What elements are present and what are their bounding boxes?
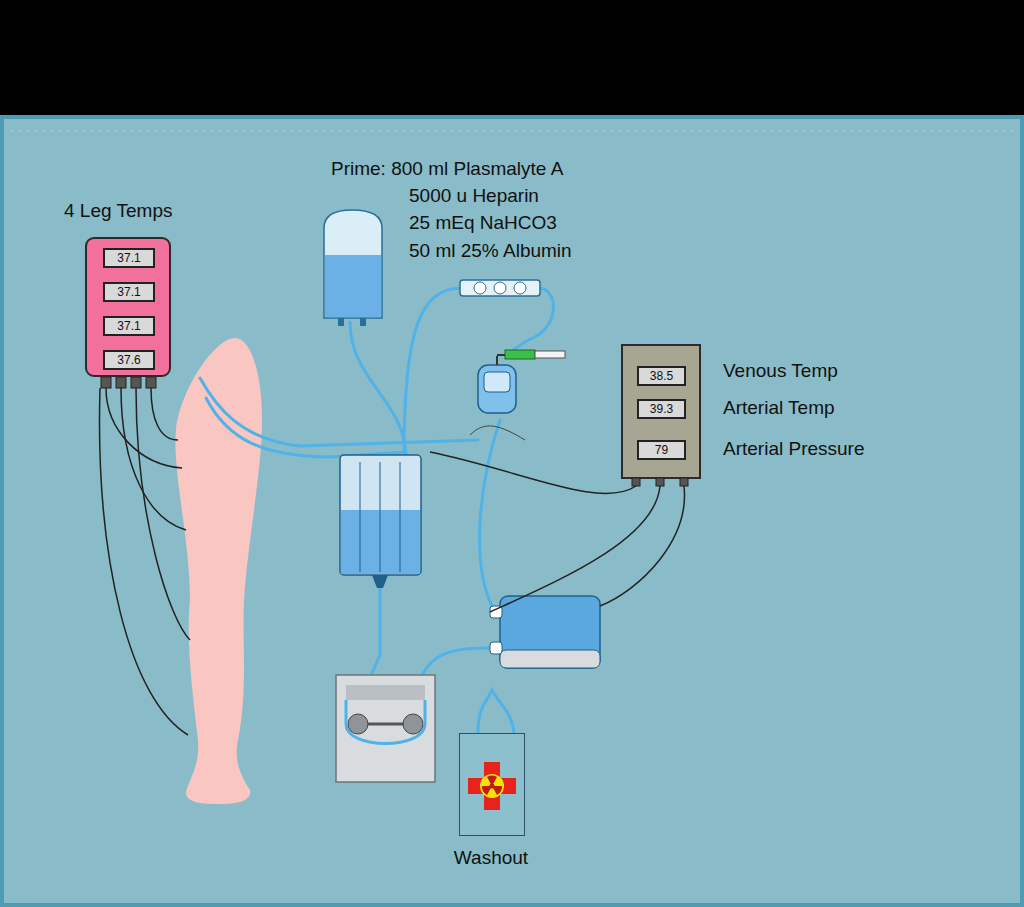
node-heading: Washout <box>454 847 528 869</box>
probe-wire <box>100 388 188 735</box>
monitor-housing <box>622 345 700 478</box>
prime-bag <box>324 210 382 326</box>
heater-unit <box>490 596 600 668</box>
panel <box>2 117 1022 905</box>
figure-part <box>360 462 361 572</box>
tube <box>350 322 406 455</box>
pump-housing <box>336 675 435 782</box>
readout-label: Venous Temp <box>723 360 838 382</box>
bag-fluid <box>325 255 381 317</box>
bag-port <box>338 318 344 326</box>
tube <box>206 398 404 457</box>
temp-readout: 37.1 <box>103 316 155 336</box>
temp-readout: 37.1 <box>103 282 155 302</box>
readout-value: 37.1 <box>117 319 140 333</box>
tube <box>480 420 500 606</box>
stopcock-manifold <box>460 280 540 296</box>
leg <box>175 338 262 804</box>
sensor-wire <box>490 486 660 612</box>
figure-part <box>400 462 401 572</box>
figure-part <box>490 784 495 789</box>
tube <box>200 378 478 446</box>
readout-value: 37.6 <box>117 353 140 367</box>
stopcock <box>494 282 506 294</box>
terminal <box>131 377 141 388</box>
syringe-barrel <box>505 350 535 359</box>
reservoir <box>340 455 421 588</box>
terminal <box>146 377 156 388</box>
readout-value: 37.1 <box>117 285 140 299</box>
bag-outline <box>324 210 382 318</box>
roller <box>348 714 368 734</box>
prime-text: 50 ml 25% Albumin <box>409 240 572 262</box>
readout-value: 38.5 <box>650 369 673 383</box>
prime-text: Prime: 800 ml Plasmalyte A <box>331 158 563 180</box>
node-heading: 4 Leg Temps <box>64 200 172 222</box>
readout-value: 37.1 <box>117 251 140 265</box>
bag-port <box>360 318 366 326</box>
readout-label: Arterial Temp <box>723 397 835 419</box>
washout-bag: Washout <box>459 733 525 836</box>
reservoir-ribs <box>360 462 400 572</box>
monitor-readout: 38.5 <box>637 366 686 386</box>
temp-readout: 37.1 <box>103 248 155 268</box>
manifold <box>460 280 540 296</box>
tubing <box>200 288 553 733</box>
bubble-trap <box>478 350 565 413</box>
figure-part <box>380 462 381 572</box>
clamp <box>470 426 525 440</box>
monitor-terminals <box>632 478 688 486</box>
trap-body <box>478 365 516 413</box>
stopcock <box>474 282 486 294</box>
pump-tube <box>346 700 425 744</box>
yellow-disc <box>480 774 504 798</box>
roller-pump <box>336 675 435 782</box>
roller <box>403 714 423 734</box>
probe-wire <box>151 388 178 440</box>
heater-port <box>490 642 502 654</box>
panel-trim <box>10 131 1014 132</box>
pump-lid <box>346 685 425 700</box>
readout-value: 39.3 <box>650 402 673 416</box>
tube <box>478 690 514 733</box>
trefoil <box>482 776 502 795</box>
leg-probe-wires <box>100 388 190 735</box>
temp-display-panel: 4 Leg Temps37.137.137.137.6 <box>85 237 171 377</box>
sensor-wire <box>600 486 684 606</box>
tube <box>510 288 553 352</box>
prime-text: 5000 u Heparin <box>409 185 539 207</box>
terminal <box>101 377 111 388</box>
terminal <box>680 478 688 486</box>
probe-wire <box>106 388 182 468</box>
syringe-plunger <box>535 351 565 358</box>
heater-body <box>500 596 600 668</box>
reservoir-outline <box>340 455 421 575</box>
washout-symbol <box>459 733 525 836</box>
terminal <box>632 478 640 486</box>
temp-readout: 37.6 <box>103 350 155 370</box>
terminal <box>656 478 664 486</box>
red-cross <box>468 762 516 810</box>
heater-base <box>500 650 600 668</box>
probe-terminals <box>101 377 156 388</box>
readout-label: Arterial Pressure <box>723 438 865 460</box>
sensor-wire <box>430 452 636 493</box>
probe-wire <box>121 388 186 530</box>
syringe-tip <box>497 354 505 356</box>
syringe-needle <box>496 356 498 365</box>
monitor-readout: 39.3 <box>637 399 686 419</box>
prime-text: 25 mEq NaHCO3 <box>409 212 557 234</box>
tube <box>404 288 462 455</box>
trap-window <box>484 372 510 392</box>
readout-value: 79 <box>655 443 668 457</box>
monitor-readout: 79 <box>637 440 686 460</box>
terminal <box>116 377 126 388</box>
reservoir-outlet <box>372 575 388 588</box>
radiation-cross <box>468 762 516 810</box>
probe-wire <box>136 388 190 640</box>
stopcock <box>514 282 526 294</box>
